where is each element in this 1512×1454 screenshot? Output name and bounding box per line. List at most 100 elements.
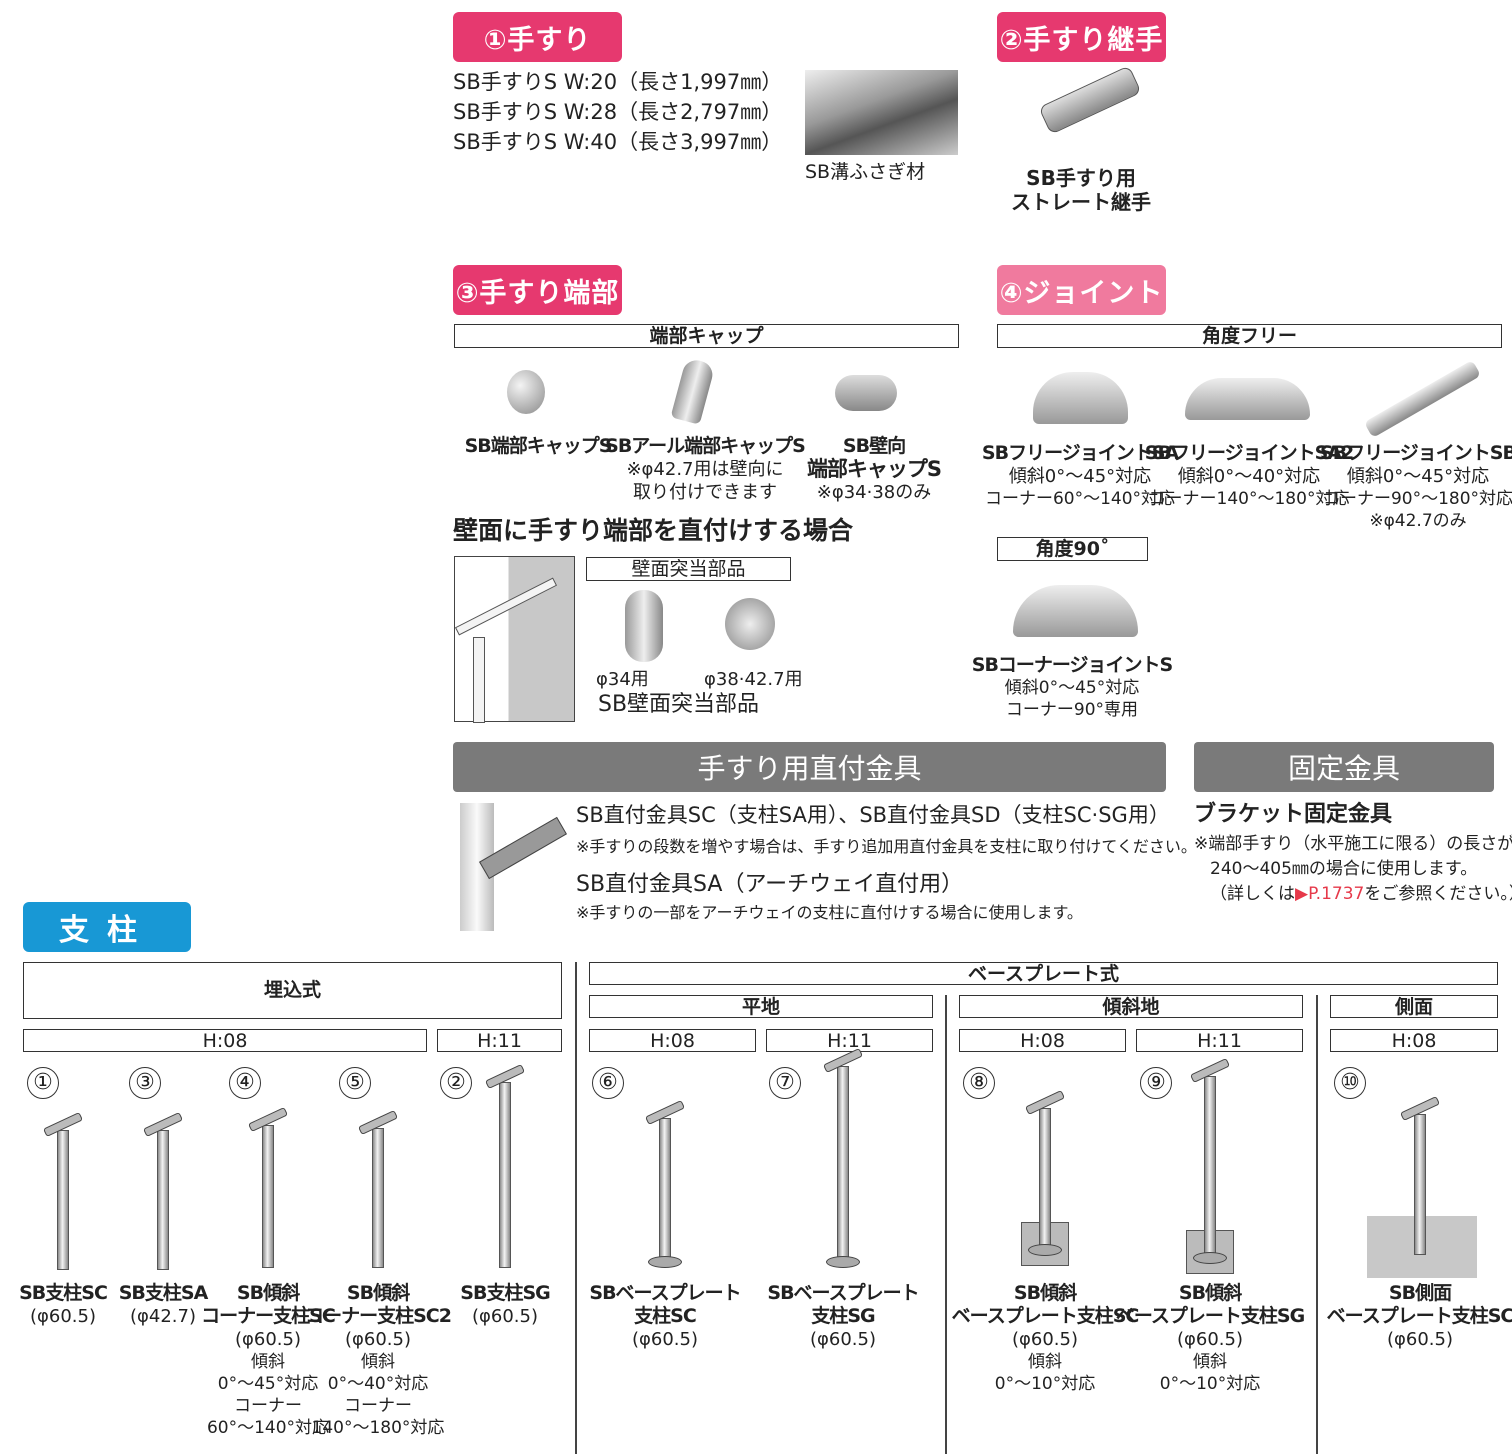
wall-end-cap-name: SB壁向 [842, 435, 906, 457]
wall-part-38-image [725, 598, 775, 650]
free-joint-sb-name: SBフリージョイントSB [1320, 442, 1512, 464]
groove-cover-image [805, 70, 958, 155]
wall-end-cap-image [835, 375, 897, 411]
wall-part-34-label: φ34用 [596, 669, 649, 690]
direct-fitting-sc-sd-title: SB直付金具SC（支柱SA用）、SB直付金具SD（支柱SC·SG用） [576, 803, 1170, 827]
post-spec: 0°〜40°対応 [327, 1374, 429, 1394]
arrow-right-icon: ▶ [1295, 884, 1309, 904]
slope-h11-header: H:11 [1136, 1029, 1303, 1052]
end-cap-image [507, 370, 545, 414]
direct-fitting-image [460, 803, 567, 931]
post-spec: 支柱SG [811, 1305, 875, 1327]
base-plate-image [1193, 1252, 1227, 1264]
round-end-cap-image [670, 357, 716, 425]
side-h08-header: H:08 [1330, 1029, 1498, 1052]
post-spec: 140°〜180°対応 [311, 1418, 445, 1438]
post-number: ⑦ [769, 1067, 801, 1099]
free-joint-sa-spec: 傾斜0°〜45°対応 [1008, 466, 1152, 487]
post-number: ② [440, 1067, 472, 1099]
post-number: ⑨ [1140, 1067, 1172, 1099]
post-spec: 傾斜 [1193, 1352, 1227, 1372]
wall-end-cap-name: 端部キャップS [806, 457, 942, 481]
post-name: SB支柱SC [19, 1282, 108, 1304]
wall-mount-title: 壁面に手すり端部を直付けする場合 [453, 516, 854, 545]
handrail-spec: SB手すりS W:28（長さ2,797㎜） [453, 100, 783, 124]
bracket-note: （詳しくは [1210, 884, 1295, 904]
post-image [1039, 1108, 1051, 1250]
wall-part-caption: SB壁面突当部品 [598, 692, 760, 717]
embed-h11-header: H:11 [437, 1029, 562, 1052]
post-name: SB傾斜 [236, 1282, 300, 1304]
post-name: SB側面 [1388, 1282, 1452, 1304]
post-spec: コーナー支柱SC2 [305, 1305, 452, 1327]
post-image [837, 1066, 849, 1262]
bracket-note: 240〜405㎜の場合に使用します。 [1210, 859, 1478, 879]
embed-h08-header: H:08 [23, 1029, 427, 1052]
post-number: ④ [229, 1067, 261, 1099]
flat-h11-header: H:11 [766, 1029, 933, 1052]
post-spec: (φ60.5) [471, 1306, 538, 1327]
baseplate-header: ベースプレート式 [589, 962, 1498, 985]
post-spec: コーナー [343, 1396, 412, 1416]
post-label: SB側面ベースプレート支柱SC(φ60.5) [1327, 1282, 1512, 1351]
post-name: SB支柱SG [460, 1282, 550, 1304]
direct-fitting-sc-sd-note: ※手すりの段数を増やす場合は、手すり追加用直付金具を支柱に取り付けてください。 [576, 837, 1197, 856]
base-plate-image [1028, 1244, 1062, 1256]
wall-part-34-image [625, 590, 663, 662]
end-cap-name: SB端部キャップS [464, 435, 613, 457]
post-spec: (φ60.5) [29, 1306, 96, 1327]
post-image [262, 1125, 274, 1268]
free-joint-sa2-spec: 傾斜0°〜40°対応 [1177, 466, 1321, 487]
free-joint-sb-spec: 傾斜0°〜45°対応 [1346, 466, 1490, 487]
handrail-spec: SB手すりS W:40（長さ3,997㎜） [453, 130, 783, 154]
straight-joint-caption-2: ストレート継手 [1011, 190, 1151, 214]
post-image [372, 1128, 384, 1268]
free-joint-sb-spec: コーナー90°〜180°対応 [1322, 489, 1512, 509]
post-name: SB傾斜 [1013, 1282, 1077, 1304]
straight-joint-image [1038, 65, 1142, 135]
post-spec: (φ60.5) [632, 1329, 698, 1350]
post-spec: 0°〜10°対応 [994, 1374, 1096, 1394]
page-reference-link[interactable]: P.1737 [1308, 884, 1365, 904]
post-spec: 0°〜45°対応 [217, 1374, 319, 1394]
post-number: ⑧ [963, 1067, 995, 1099]
direct-fitting-sa-note: ※手すりの一部をアーチウェイの支柱に直付けする場合に使用します。 [576, 903, 1083, 922]
round-end-cap-note: ※φ42.7用は壁向に [626, 459, 784, 480]
embed-header: 埋込式 [23, 962, 562, 1019]
free-joint-sb-note: ※φ42.7のみ [1369, 511, 1467, 531]
base-plate-image [826, 1256, 860, 1268]
post-image [499, 1082, 511, 1268]
post-spec: (φ60.5) [1012, 1329, 1078, 1350]
free-joint-sa-image [1033, 372, 1128, 424]
bracket-note: ※端部手すり（水平施工に限る）の長さが [1194, 834, 1512, 854]
post-spec: 60°〜140°対応 [206, 1418, 330, 1438]
post-spec: 傾斜 [360, 1352, 395, 1372]
post-spec: 傾斜 [250, 1352, 285, 1372]
post-spec: コーナー支柱SC [201, 1305, 336, 1327]
post-image [157, 1130, 169, 1270]
end-cap-header: 端部キャップ [454, 324, 959, 348]
free-joint-sb-image [1363, 359, 1482, 439]
post-name: SBベースプレート [767, 1282, 919, 1304]
bracket-title: ブラケット固定金具 [1194, 802, 1393, 827]
fixing-bar: 固定金具 [1194, 742, 1494, 792]
round-end-cap-note: 取り付けできます [633, 482, 777, 503]
corner-joint-spec: 傾斜0°〜45°対応 [1004, 678, 1140, 698]
post-number: ⑩ [1334, 1067, 1366, 1099]
direct-fitting-sa-title: SB直付金具SA（アーチウェイ直付用） [576, 872, 964, 897]
post-name: SB傾斜 [346, 1282, 410, 1304]
divider [575, 962, 577, 1454]
wall-part-38-label: φ38·42.7用 [704, 669, 803, 690]
free-angle-header: 角度フリー [997, 324, 1502, 348]
post-image [1204, 1076, 1216, 1258]
post-spec: ベースプレート支柱SG [1115, 1305, 1305, 1327]
slope-h08-header: H:08 [959, 1029, 1126, 1052]
section-badge-posts: 支柱 [23, 902, 191, 952]
post-image [57, 1130, 69, 1270]
post-label: SB支柱SA(φ42.7) [119, 1282, 209, 1328]
corner-joint-spec: コーナー90°専用 [1005, 700, 1139, 720]
post-image [659, 1118, 671, 1262]
